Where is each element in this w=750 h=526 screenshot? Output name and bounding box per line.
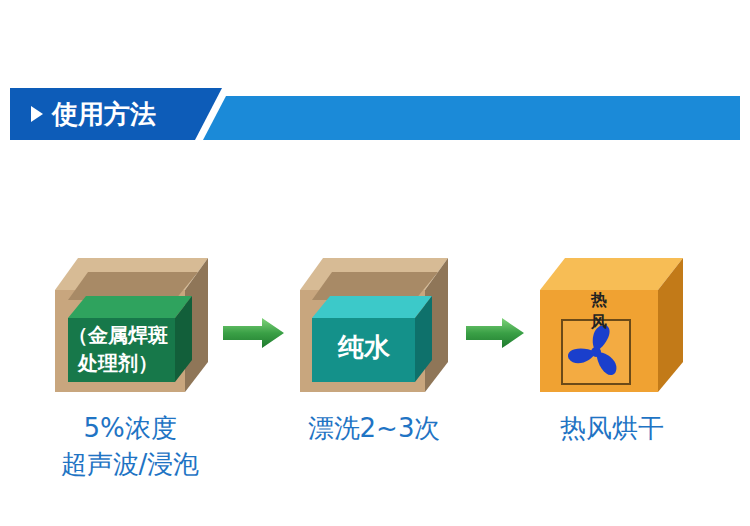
process-step: 纯水漂洗2~3次: [300, 255, 448, 392]
process-step: 热风热风烘干: [540, 255, 683, 392]
box-label: 热风: [540, 289, 658, 333]
hot-air-oven: [540, 258, 683, 392]
box-label: （金属焊斑处理剂）: [68, 321, 168, 377]
box-label: 纯水: [312, 331, 415, 363]
fan-symbol: [566, 325, 621, 377]
step-caption: 5%浓度 超声波/浸泡: [40, 410, 220, 482]
header-bar: [203, 96, 740, 140]
step-caption: 漂洗2~3次: [284, 410, 464, 446]
process-step: （金属焊斑处理剂）5%浓度 超声波/浸泡: [55, 255, 205, 392]
flow-arrow: [223, 318, 284, 348]
tank-2: [300, 258, 448, 392]
header-triangle: [31, 106, 43, 122]
section-title: 使用方法: [52, 88, 156, 140]
flow-arrow: [466, 318, 524, 348]
header-tab: [10, 88, 222, 140]
tank-1: [55, 258, 208, 392]
step-caption: 热风烘干: [522, 410, 702, 446]
